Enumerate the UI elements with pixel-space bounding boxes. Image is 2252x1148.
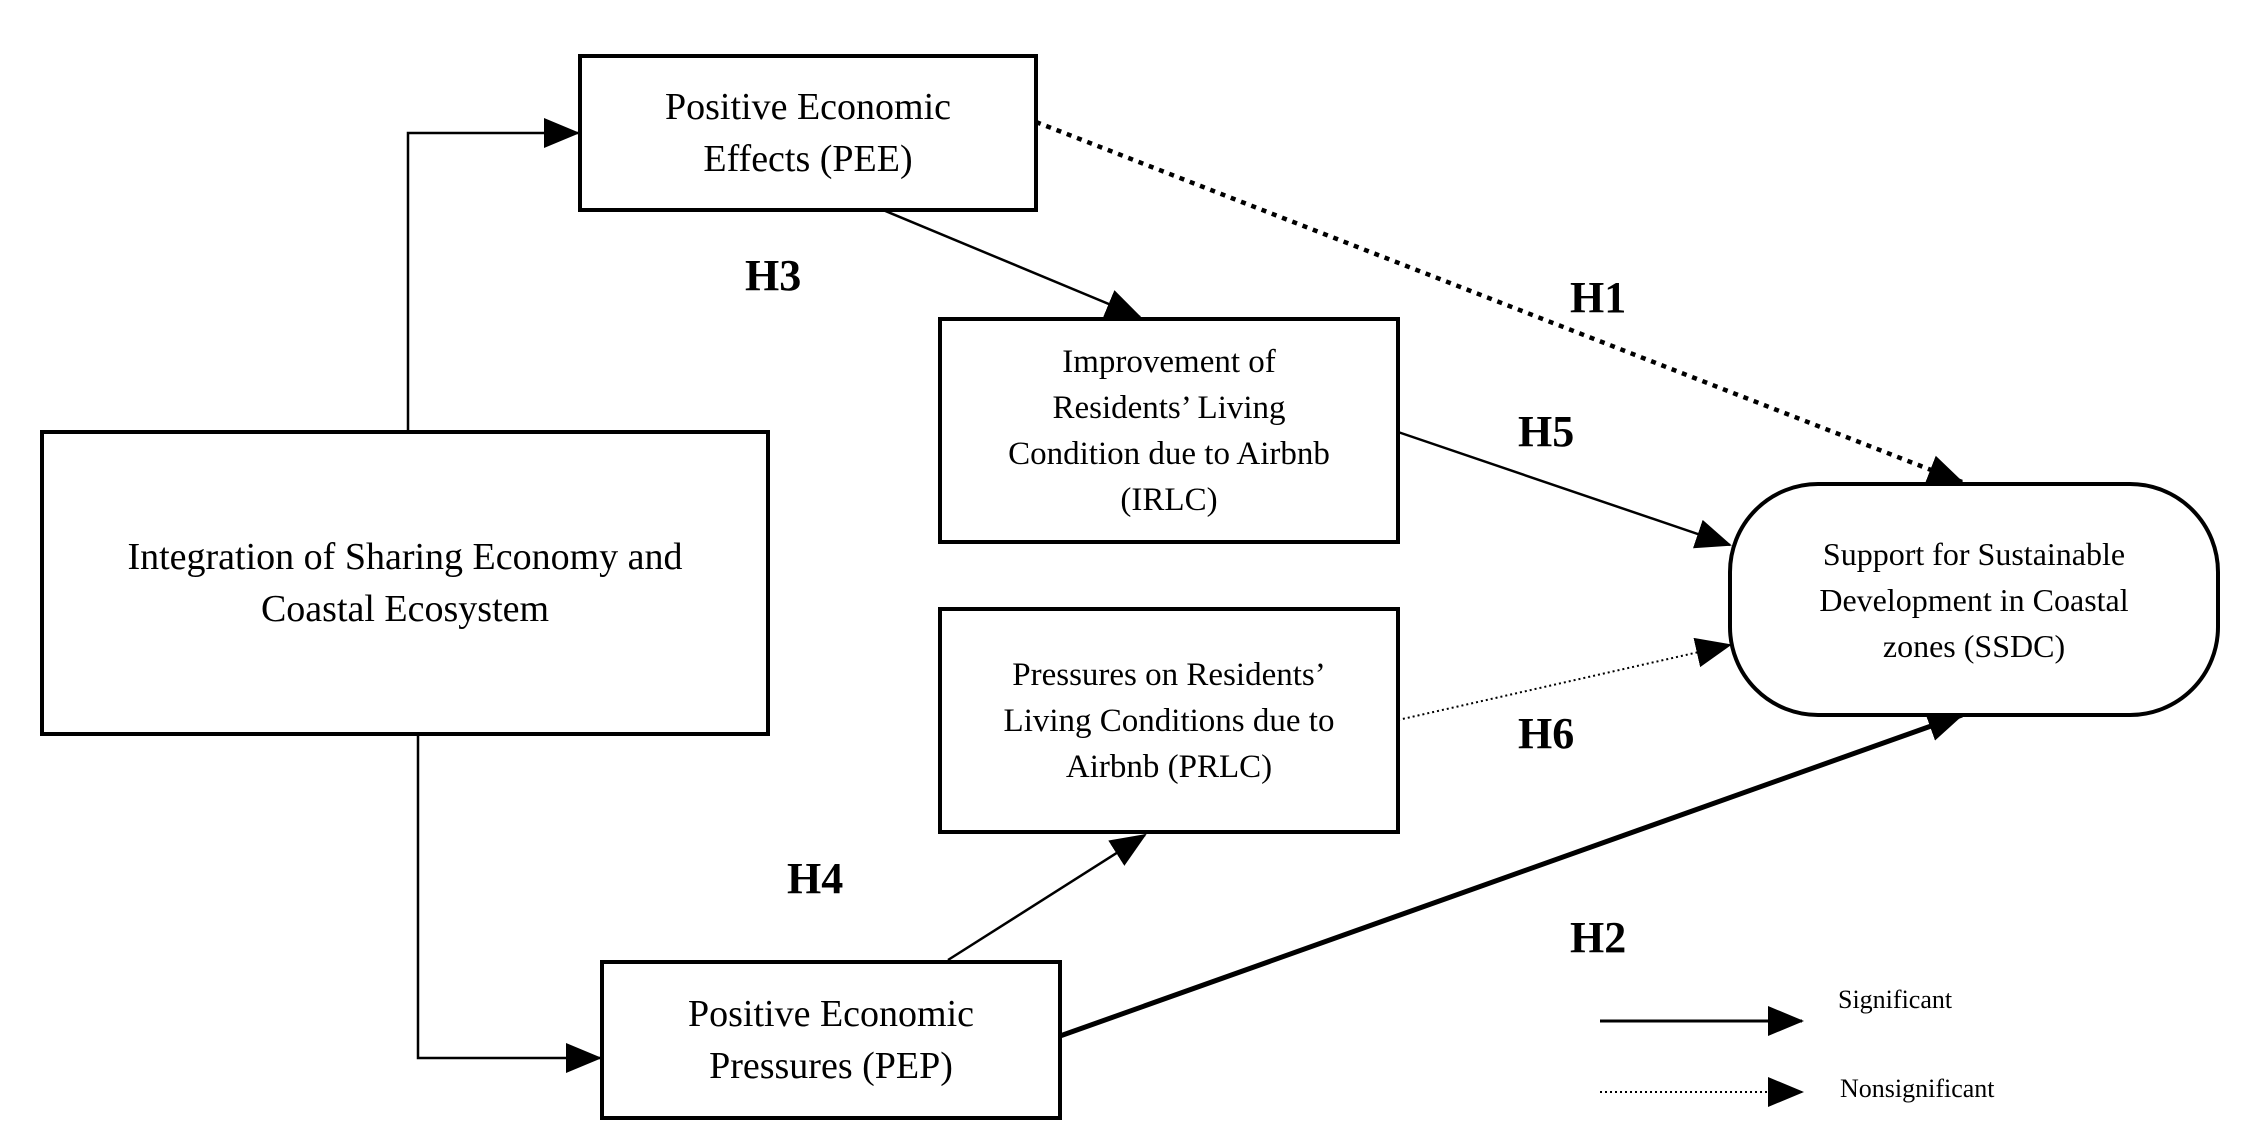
hypothesis-label-h1: H1: [1570, 273, 1627, 322]
link-pep-to-ssdc: [1059, 712, 1964, 1039]
link-iseco-to-pee: [406, 118, 580, 430]
node-pep: Positive Economic Pressures (PEP): [600, 960, 1062, 1120]
hypothesis-label-h3: H3: [745, 251, 802, 300]
link-irlc-to-ssdc: [1397, 430, 1732, 549]
link-pee-to-ssdc: [1035, 119, 1964, 485]
node-iseco-label: Integration of Sharing Economy and Coast…: [127, 536, 683, 630]
node-pee: Positive Economic Effects (PEE): [578, 54, 1038, 212]
link-iseco-to-pep: [416, 736, 602, 1073]
node-ssdc: Support for Sustainable Development in C…: [1728, 482, 2220, 717]
hypothesis-label-h2: H2: [1570, 913, 1627, 962]
link-pee-to-irlc: [882, 208, 1142, 319]
legend-significant-label: Significant: [1838, 985, 1953, 1014]
node-irlc-label: Improvement of Residents’ Living Conditi…: [1008, 343, 1330, 518]
link-prlc-to-ssdc: [1397, 637, 1732, 721]
node-prlc-label: Pressures on Residents’ Living Condition…: [1003, 656, 1335, 785]
legend-nonsignificant-label: Nonsignificant: [1840, 1074, 1995, 1103]
node-pep-label: Positive Economic Pressures (PEP): [687, 993, 975, 1087]
node-iseco: Integration of Sharing Economy and Coast…: [40, 430, 770, 736]
node-irlc: Improvement of Residents’ Living Conditi…: [938, 317, 1400, 544]
hypothesis-label-h4: H4: [787, 854, 844, 903]
hypothesis-label-h6: H6: [1518, 709, 1575, 758]
node-pee-label: Positive Economic Effects (PEE): [664, 86, 952, 180]
link-pep-to-prlc: [947, 833, 1147, 962]
hypothesis-label-h5: H5: [1518, 407, 1575, 456]
node-ssdc-label: Support for Sustainable Development in C…: [1819, 535, 2129, 664]
node-prlc: Pressures on Residents’ Living Condition…: [938, 607, 1400, 834]
